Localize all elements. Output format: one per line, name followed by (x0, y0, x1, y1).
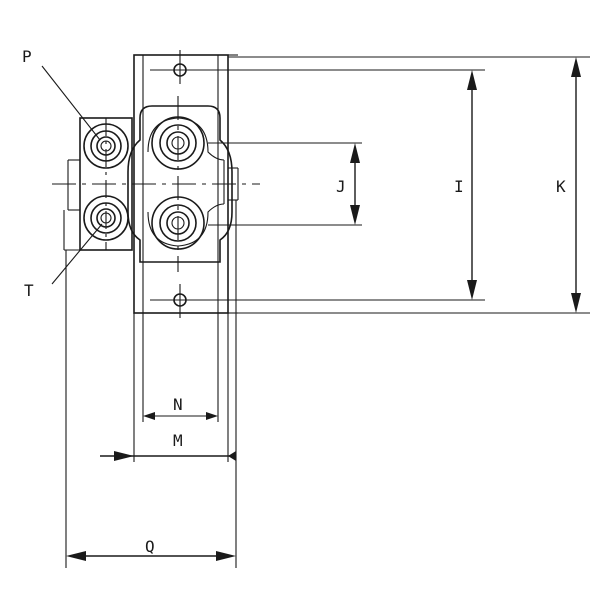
dimension-k: K (556, 57, 581, 313)
label-q: Q (145, 537, 155, 556)
center-lines (52, 96, 260, 272)
leader-p: P (22, 47, 101, 141)
dimension-m: M (100, 431, 236, 461)
dimension-j: J (336, 143, 360, 225)
label-n: N (173, 395, 183, 414)
label-m: M (173, 431, 183, 450)
extension-lines (65, 56, 590, 568)
leader-t: T (24, 223, 103, 300)
dimension-i: I (454, 70, 477, 300)
label-t: T (24, 281, 34, 300)
dimension-n: N (143, 395, 218, 420)
label-i: I (454, 177, 464, 196)
label-k: K (556, 177, 566, 196)
label-p: P (22, 47, 32, 66)
dimension-q: Q (66, 537, 236, 561)
label-j: J (336, 177, 346, 196)
